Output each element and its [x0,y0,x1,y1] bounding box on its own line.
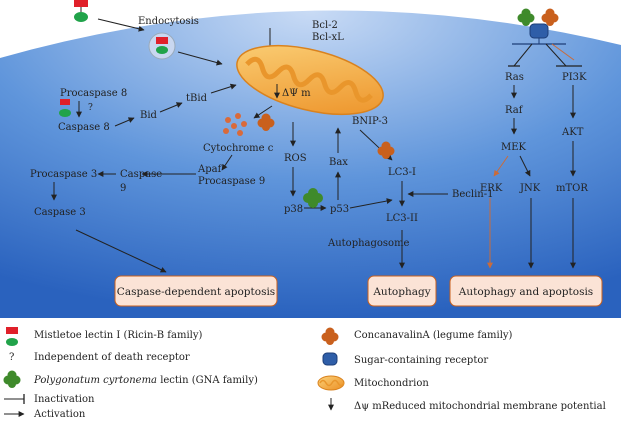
procaspase8-label: Procaspase 8 [60,88,127,99]
cytochrome-c-dots-icon [223,113,247,136]
autophagosome-label: Autophagosome [327,238,410,249]
legend-mitochondrion: Mitochondrion [354,378,429,389]
bcl2-label: Bcl-2 [312,20,338,31]
cell-body [0,10,621,319]
svg-text:Autophagy and apoptosis: Autophagy and apoptosis [458,286,593,298]
legend-mistletoe-icon [6,327,18,346]
endocytosis-label: Endocytosis [138,16,199,27]
concanavalin-receptor-icon [541,8,559,26]
bclxl-label: Bcl-xL [312,32,344,43]
concanavalin-icon-2 [377,141,395,159]
sugar-receptor-icon [512,23,566,45]
legend-activation: Activation [33,409,86,420]
outcome-autophagy: Autophagy [367,275,437,307]
procaspase3-label: Procaspase 3 [30,169,97,180]
outcome-autophagy-apoptosis: Autophagy and apoptosis [449,275,603,307]
p53-label: p53 [330,204,349,215]
mistletoe-lectin-icon [74,0,88,22]
mistletoe-lectin-small-icon [59,99,71,117]
legend: Mistletoe lectin I (Ricin-B family) ? In… [3,327,606,420]
p38-label: p38 [284,204,303,215]
lc3i-label: LC3-I [388,167,416,178]
legend-independent: Independent of death receptor [34,352,190,363]
akt-label: AKT [561,127,584,138]
beclin1-label: Beclin-1 [452,189,493,200]
question-mark: ? [88,103,93,113]
caspase9-number: 9 [120,183,126,194]
svg-text:Caspase-dependent apoptosis: Caspase-dependent apoptosis [117,286,275,298]
erk-label: ERK [480,183,503,194]
arrow-vesicle-to-mito [177,51,223,66]
apaf-label: Apaf [197,164,223,175]
tbid-label: tBid [186,93,208,104]
caspase8-label: Caspase 8 [58,122,110,133]
concanavalin-icon [257,113,275,131]
lc3ii-label: LC3-II [386,213,418,224]
legend-concanavalin-icon [321,327,339,345]
bid-label: Bid [140,110,158,121]
legend-concanavalin: ConcanavalinA (legume family) [354,330,513,341]
bnip3-label: BNIP-3 [352,116,388,127]
endocytosis-vesicle-icon [148,32,176,60]
gna-lectin-receptor-icon [517,8,535,26]
cytochrome-c-label: Cytochrome c [203,143,274,154]
svg-text:Autophagy: Autophagy [372,286,430,298]
legend-sugar-receptor: Sugar-containing receptor [354,355,488,366]
mek-label: MEK [501,142,527,153]
legend-polygonatum: Polygonatum cyrtonema lectin (GNA family… [33,375,258,386]
mitochondrion-icon [236,44,384,116]
legend-inactivation: Inactivation [34,394,95,405]
legend-inactivation-icon [4,394,25,404]
pi3k-label: PI3K [562,72,587,83]
ras-label: Ras [505,72,524,83]
legend-receptor-icon [322,352,338,366]
gna-lectin-icon [303,188,323,208]
ros-label: ROS [284,153,307,164]
legend-mitochondrion-icon [317,375,345,391]
legend-gna-icon [3,370,21,388]
legend-mistletoe: Mistletoe lectin I (Ricin-B family) [34,330,202,341]
outcome-caspase-apoptosis: Caspase-dependent apoptosis [114,275,278,307]
jnk-label: JNK [519,183,541,194]
bax-label: Bax [329,157,348,168]
raf-label: Raf [505,105,524,116]
legend-delta-psi: Δψ mReduced mitochondrial membrane poten… [354,401,606,412]
mtor-label: mTOR [556,183,588,194]
arrow-to-endocytosis [97,18,145,32]
legend-question-icon: ? [9,352,14,363]
caspase3-label: Caspase 3 [34,207,86,218]
delta-psi-label: ΔΨ m [282,88,311,99]
caspase9-label: Caspase [120,169,162,180]
procaspase9-label: Procaspase 9 [198,176,265,187]
